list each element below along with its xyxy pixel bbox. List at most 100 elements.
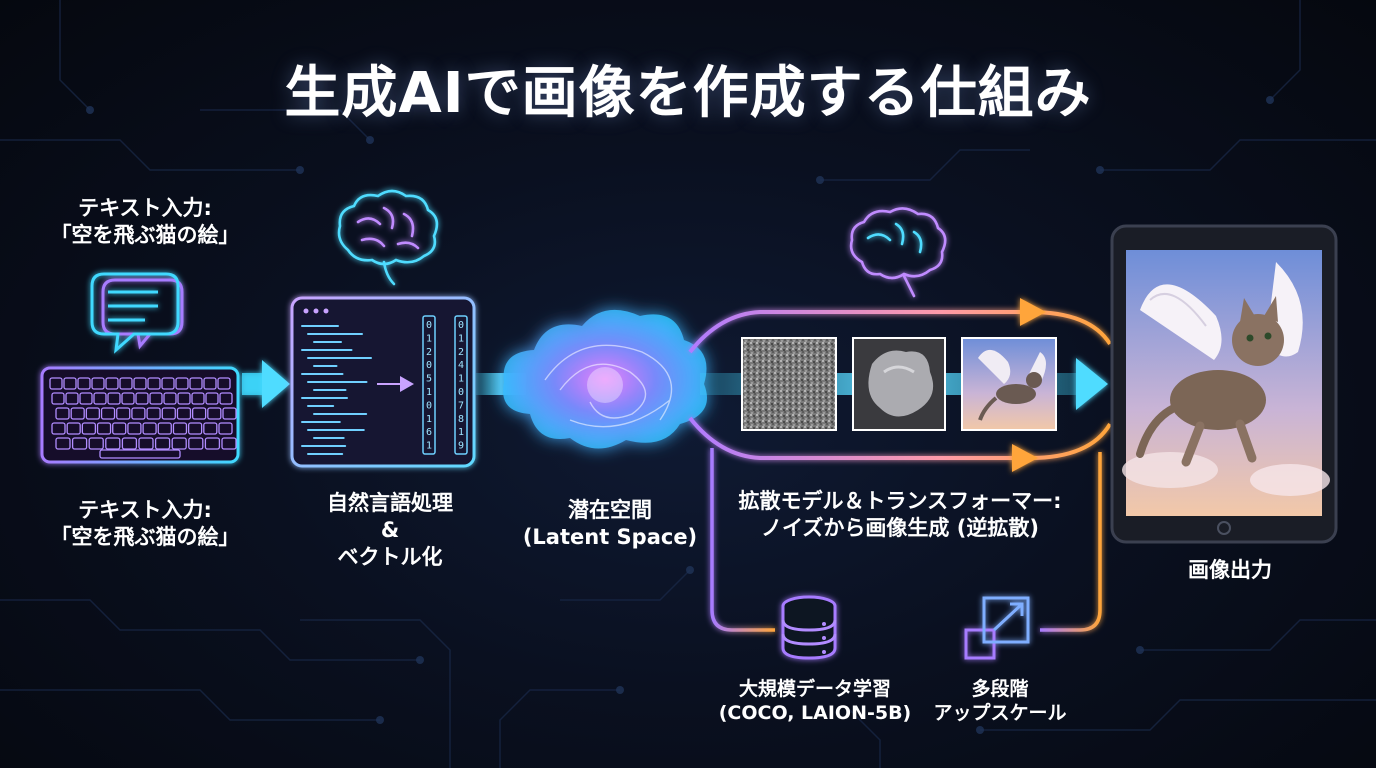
tablet-icon: [1110, 224, 1338, 544]
keyboard-key: [188, 437, 204, 450]
keyboard-key: [66, 422, 81, 435]
code-digit: 9: [458, 441, 464, 452]
code-digit: 1: [426, 387, 432, 398]
code-digit: 1: [458, 333, 464, 344]
keyboard-key: [100, 407, 116, 420]
code-digit: 5: [426, 374, 432, 385]
keyboard-key: [88, 437, 104, 450]
brain-icon-upper: [849, 207, 947, 298]
keyboard-key: [77, 377, 91, 390]
keyboard-key: [205, 392, 219, 405]
keyboard-key: [149, 392, 163, 405]
dataset-training-label: 大規模データ学習 (COCO, LAION-5B): [718, 678, 912, 725]
keyboard-key: [217, 377, 231, 390]
keyboard-key: [175, 377, 189, 390]
diffusion-frame-cat: [961, 337, 1057, 431]
code-digit: 1: [426, 333, 432, 344]
keyboard-key: [219, 392, 233, 405]
keyboard-key: [154, 437, 171, 450]
keyboard-key: [51, 392, 65, 405]
upscale-label: 多段階 アップスケール: [933, 678, 1067, 725]
keyboard-key: [85, 407, 101, 420]
upscale-squares-icon: [964, 596, 1030, 660]
keyboard-key: [70, 407, 85, 420]
code-digit: 7: [458, 400, 464, 411]
keyboard-key: [142, 422, 157, 435]
latent-cloud-icon: [503, 309, 707, 449]
keyboard-key: [207, 407, 222, 420]
keyboard-key: [112, 422, 127, 435]
keyboard-key: [121, 392, 135, 405]
image-output-label: 画像出力: [1188, 558, 1272, 582]
keyboard-key: [127, 422, 142, 435]
keyboard-key: [119, 377, 133, 390]
code-digit: 4: [458, 360, 464, 371]
keyboard-key: [187, 422, 203, 435]
output-cat-image: [1122, 262, 1330, 496]
database-icon: [781, 595, 837, 660]
code-digit: 0: [458, 387, 464, 398]
page-title: 生成AIで画像を作成する仕組み: [284, 61, 1092, 126]
keyboard-key: [203, 422, 218, 435]
code-digit: 0: [426, 400, 432, 411]
keyboard-key: [191, 407, 207, 420]
nlp-vectorize-label: 自然言語処理 & ベクトル化: [327, 491, 453, 569]
keyboard-key: [51, 422, 66, 435]
diffusion-model-label: 拡散モデル＆トランスフォーマー: ノイズから画像生成 (逆拡散): [738, 489, 1062, 540]
code-digit: 0: [426, 360, 432, 371]
keyboard-key: [172, 422, 188, 435]
code-digit: 8: [458, 414, 464, 425]
keyboard-key: [176, 407, 192, 420]
keyboard-key: [222, 407, 237, 420]
text-input-label-top: テキスト入力: 「空を飛ぶ猫の絵」: [50, 196, 240, 247]
arc-top-arrow: [1020, 298, 1046, 326]
brain-icon: [337, 189, 439, 286]
arc-bottom-flow: [688, 416, 1112, 460]
code-digit: 0: [426, 320, 432, 331]
keyboard-key: [161, 407, 176, 420]
keyboard-key: [81, 422, 97, 435]
keyboard-key: [105, 377, 119, 390]
keyboard-icon: [40, 366, 240, 464]
keyboard-key: [146, 407, 161, 420]
keyboard-key: [107, 392, 121, 405]
diffusion-frame-blob: [852, 337, 946, 431]
keyboard-key: [147, 377, 161, 390]
latent-space-label: 潜在空間 (Latent Space): [522, 498, 698, 549]
keyboard-key: [191, 392, 205, 405]
keyboard-spacebar: [99, 449, 181, 459]
keyboard-key: [163, 392, 177, 405]
keyboard-key: [121, 437, 138, 450]
keyboard-key: [221, 437, 237, 450]
keyboard-key: [93, 392, 107, 405]
code-digit: 1: [426, 441, 432, 452]
keyboard-key: [133, 377, 147, 390]
code-digit: 6: [426, 427, 432, 438]
keyboard-key: [203, 377, 217, 390]
keyboard-key: [131, 407, 146, 420]
keyboard-key: [55, 437, 71, 450]
code-digit: 1: [458, 374, 464, 385]
code-digit: 2: [458, 347, 464, 358]
chat-bubbles-icon: [90, 272, 184, 354]
keyboard-key: [138, 437, 154, 450]
arc-top-flow: [688, 310, 1112, 354]
text-input-label-bottom: テキスト入力: 「空を飛ぶ猫の絵」: [50, 498, 240, 549]
arrow-input-to-nlp: [242, 360, 290, 408]
keyboard-key: [135, 392, 149, 405]
keyboard-key: [171, 437, 187, 450]
keyboard-key: [79, 392, 93, 405]
keyboard-key: [105, 437, 121, 450]
diffusion-frame-noise: [741, 337, 837, 431]
arc-bottom-arrow: [1012, 444, 1038, 472]
keyboard-key: [116, 407, 131, 420]
keyboard-key: [204, 437, 221, 450]
code-digit: 1: [458, 427, 464, 438]
keyboard-key: [63, 377, 77, 390]
keyboard-key: [49, 377, 63, 390]
keyboard-key: [189, 377, 203, 390]
keyboard-key: [161, 377, 175, 390]
